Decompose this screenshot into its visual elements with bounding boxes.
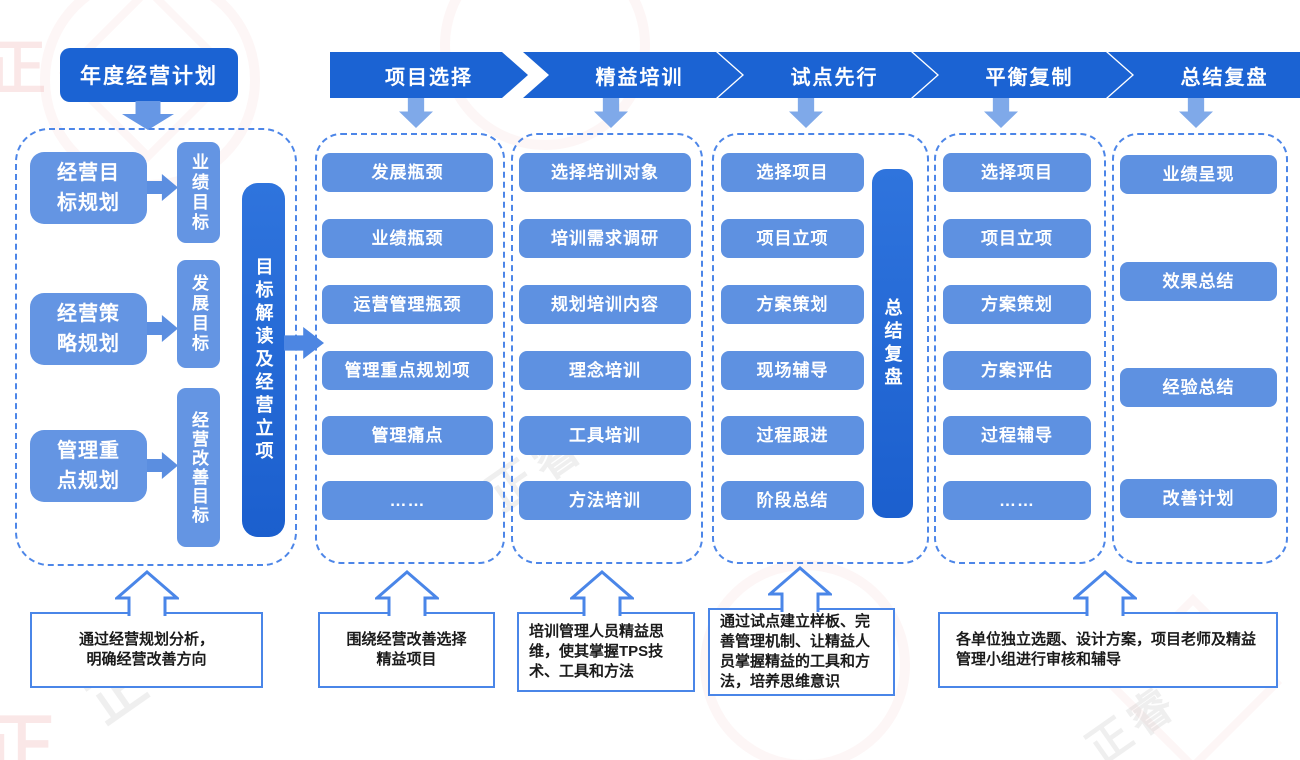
- planning-source-3: 管理重 点规划: [30, 430, 147, 502]
- stage-3-item-6: 阶段总结: [721, 481, 864, 520]
- annual-plan-box: 年度经营计划: [60, 48, 238, 102]
- stage-2-item-3: 规划培训内容: [519, 285, 691, 324]
- down-arrow-icon: [122, 101, 174, 130]
- up-arrow-icon: [375, 570, 439, 616]
- stage-5-item-3: 经验总结: [1120, 368, 1277, 407]
- down-arrow-icon: [594, 98, 628, 128]
- stage-3-item-2: 项目立项: [721, 219, 864, 258]
- stage-3-item-4: 现场辅导: [721, 351, 864, 390]
- note-planning: 通过经营规划分析， 明确经营改善方向: [30, 612, 263, 688]
- planning-target-2: 发展目标: [177, 260, 220, 368]
- note-stage-4-5: 各单位独立选题、设计方案，项目老师及精益管理小组进行审核和辅导: [938, 612, 1278, 688]
- stage-2-item-2: 培训需求调研: [519, 219, 691, 258]
- watermark-glyph: 正: [0, 708, 57, 760]
- stage-2-item-4: 理念培训: [519, 351, 691, 390]
- stage-1-item-3: 运营管理瓶颈: [322, 285, 493, 324]
- stage-4-item-4: 方案评估: [943, 351, 1091, 390]
- stage-3-item-1: 选择项目: [721, 153, 864, 192]
- note-stage-2: 培训管理人员精益思维，使其掌握TPS技术、工具和方法: [517, 612, 695, 692]
- stage-4-item-1: 选择项目: [943, 153, 1091, 192]
- stage-3-item-5: 过程跟进: [721, 416, 864, 455]
- stage-5-group-box: [1112, 133, 1288, 564]
- stage-5-item-2: 效果总结: [1120, 262, 1277, 301]
- stage-4-item-3: 方案策划: [943, 285, 1091, 324]
- stage-banner-5: 总结复盘: [1108, 52, 1300, 98]
- up-arrow-icon: [1073, 570, 1137, 616]
- down-arrow-icon: [789, 98, 823, 128]
- planning-source-2: 经营策 略规划: [30, 293, 147, 365]
- down-arrow-icon: [399, 98, 433, 128]
- stage-4-item-2: 项目立项: [943, 219, 1091, 258]
- planning-target-1: 业绩目标: [177, 142, 220, 243]
- stage-3-group-box: [712, 133, 929, 564]
- stage-3-item-3: 方案策划: [721, 285, 864, 324]
- stage-1-item-5: 管理痛点: [322, 416, 493, 455]
- stage-1-item-4: 管理重点规划项: [322, 351, 493, 390]
- stage-4-item-6: ……: [943, 481, 1091, 520]
- stage-1-item-2: 业绩瓶颈: [322, 219, 493, 258]
- stage-banner-4: 平衡复制: [913, 52, 1132, 98]
- stage-5-item-1: 业绩呈现: [1120, 155, 1277, 194]
- note-stage-1: 围绕经营改善选择 精益项目: [318, 612, 495, 688]
- down-arrow-icon: [984, 98, 1018, 128]
- goal-interpretation-bar: 目标解读及经营立项: [242, 183, 285, 537]
- summary-review-bar: 总结复盘: [872, 169, 913, 518]
- stage-2-item-5: 工具培训: [519, 416, 691, 455]
- planning-target-3: 经营改善目标: [177, 388, 220, 547]
- stage-1-item-6: ……: [322, 481, 493, 520]
- stage-2-group-box: [511, 133, 703, 564]
- up-arrow-icon: [115, 570, 179, 616]
- down-arrow-icon: [1179, 98, 1213, 128]
- stage-banner-2: 精益培训: [523, 52, 742, 98]
- stage-5-item-4: 改善计划: [1120, 479, 1277, 518]
- stage-4-item-5: 过程辅导: [943, 416, 1091, 455]
- note-stage-3: 通过试点建立样板、完善管理机制、让精益人员掌握精益的工具和方法，培养思维意识: [708, 608, 895, 696]
- stage-banner-3: 试点先行: [718, 52, 937, 98]
- stage-2-item-1: 选择培训对象: [519, 153, 691, 192]
- planning-source-1: 经营目 标规划: [30, 152, 147, 224]
- stage-banner-1: 项目选择: [330, 52, 528, 98]
- up-arrow-icon: [570, 570, 634, 616]
- up-arrow-icon: [768, 566, 832, 612]
- stage-2-item-6: 方法培训: [519, 481, 691, 520]
- watermark-glyph: 正: [0, 35, 46, 102]
- stage-1-item-1: 发展瓶颈: [322, 153, 493, 192]
- stage-4-group-box: [934, 133, 1106, 564]
